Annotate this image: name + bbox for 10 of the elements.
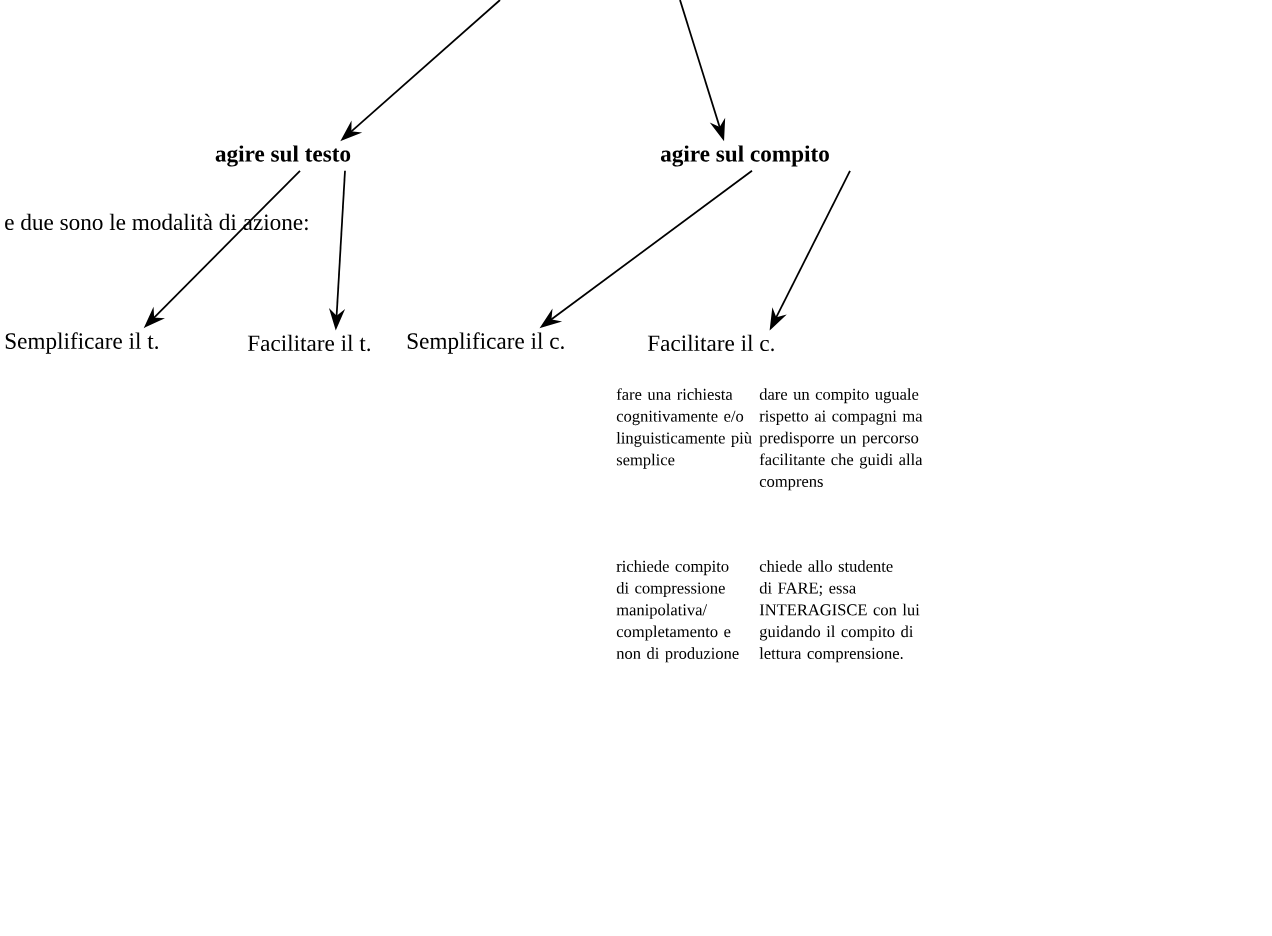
- node-text: Facilitare il t.: [247, 334, 370, 352]
- node-text: Semplificare il c.: [407, 332, 564, 354]
- heading-text: agire sul testo: [215, 145, 351, 167]
- node-text: Semplificare il t.: [5, 332, 158, 354]
- note-text: richiede compito di compressione manipolativa/ completamento e non di produzione: [616, 560, 739, 663]
- node-text: Facilitare il c.: [647, 334, 774, 352]
- note-text: fare una richiesta cognitivamente e/o linguisticamente più semplice: [616, 388, 752, 469]
- note-text: chiede allo studente di FARE; essa INTERAGISCE con lui guidando il compito di lettura comprensione.: [759, 560, 920, 663]
- note-text: dare un compito uguale rispetto ai compagni ma predisporre un percorso facilitante che guidi alla comprens: [759, 388, 923, 491]
- heading-text: agire sul compito: [660, 145, 829, 167]
